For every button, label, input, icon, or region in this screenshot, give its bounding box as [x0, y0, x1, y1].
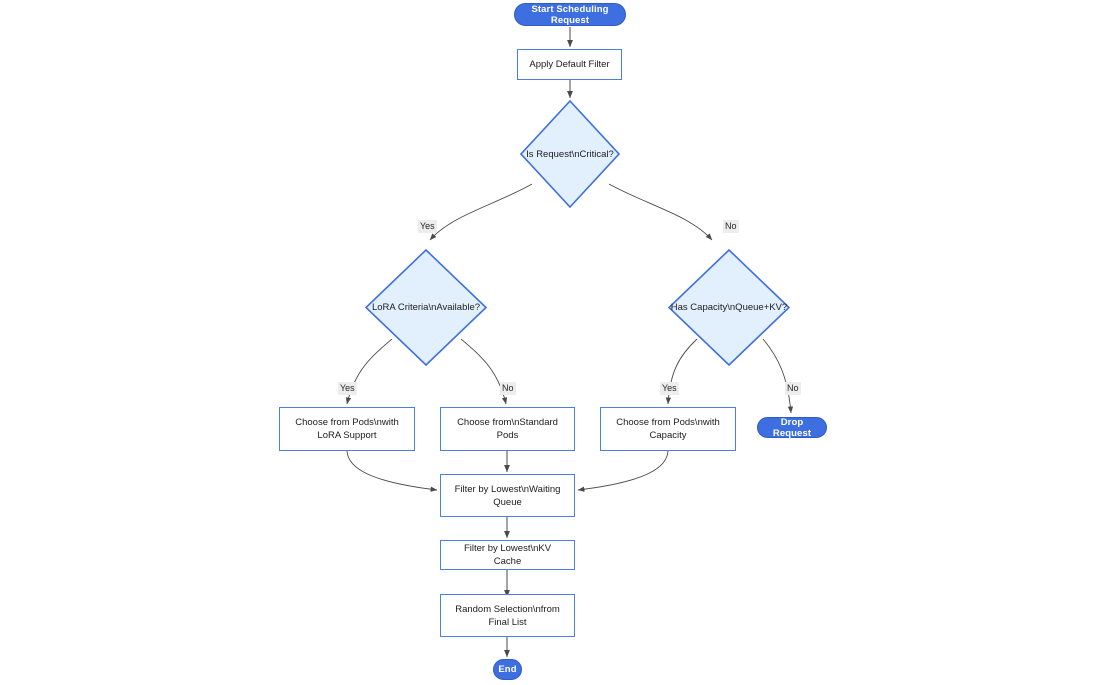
node-end[interactable]: End — [493, 659, 522, 680]
edge-is-critical-to-lora-criteria — [429, 183, 533, 241]
edge-pods-capacity-to-filter-queue — [577, 450, 669, 492]
node-choose-pods-with-lora-support-label: Choose from Pods\nwith LoRA Support — [295, 417, 399, 441]
edge-label-capacity-no: No — [785, 382, 801, 395]
edge-label-lora-no: No — [500, 382, 516, 395]
edge-label-critical-yes: Yes — [418, 220, 437, 233]
node-has-capacity-queue-kv-label: Has Capacity\nQueue+KV? — [670, 302, 788, 313]
diamond-shape-icon — [365, 249, 487, 366]
node-start-label: Start Scheduling Request — [531, 3, 609, 26]
node-choose-pods-with-lora-support[interactable]: Choose from Pods\nwith LoRA Support — [279, 407, 415, 451]
node-lora-criteria-available-label: LoRA Criteria\nAvailable? — [371, 302, 481, 313]
edge-label-critical-no: No — [723, 220, 739, 233]
diamond-shape-icon — [520, 100, 620, 208]
node-is-request-critical-label: Is Request\nCritical? — [526, 148, 614, 160]
node-choose-pods-with-capacity[interactable]: Choose from Pods\nwith Capacity — [600, 407, 736, 451]
edge-label-capacity-yes: Yes — [660, 382, 679, 395]
node-is-request-critical[interactable]: Is Request\nCritical? — [520, 100, 620, 208]
node-choose-standard-pods[interactable]: Choose from\nStandard Pods — [440, 407, 575, 451]
node-drop-request[interactable]: Drop Request — [757, 416, 827, 439]
node-choose-standard-pods-label: Choose from\nStandard Pods — [457, 417, 558, 441]
node-filter-by-lowest-kv-cache-label: Filter by Lowest\nKV Cache — [463, 543, 552, 567]
node-random-selection-from-final-list-label: Random Selection\nfrom Final List — [455, 603, 560, 628]
edge-is-critical-to-has-capacity — [608, 183, 713, 241]
node-has-capacity-queue-kv[interactable]: Has Capacity\nQueue+KV? — [668, 249, 790, 366]
node-choose-pods-with-capacity-label: Choose from Pods\nwith Capacity — [616, 417, 720, 441]
diamond-shape-icon — [668, 249, 790, 366]
node-random-selection-from-final-list[interactable]: Random Selection\nfrom Final List — [440, 594, 575, 637]
node-filter-by-lowest-kv-cache[interactable]: Filter by Lowest\nKV Cache — [440, 540, 575, 570]
edge-pods-lora-to-filter-queue — [346, 450, 438, 492]
node-filter-by-lowest-waiting-queue[interactable]: Filter by Lowest\nWaiting Queue — [440, 474, 575, 517]
node-apply-default-filter[interactable]: Apply Default Filter — [517, 49, 622, 80]
node-apply-default-filter-label: Apply Default Filter — [529, 59, 610, 70]
edge-label-lora-yes: Yes — [338, 382, 357, 395]
node-start[interactable]: Start Scheduling Request — [514, 3, 626, 26]
node-end-label: End — [498, 664, 517, 675]
node-drop-request-label: Drop Request — [772, 416, 812, 439]
node-filter-by-lowest-waiting-queue-label: Filter by Lowest\nWaiting Queue — [454, 483, 561, 508]
node-lora-criteria-available[interactable]: LoRA Criteria\nAvailable? — [365, 249, 487, 366]
